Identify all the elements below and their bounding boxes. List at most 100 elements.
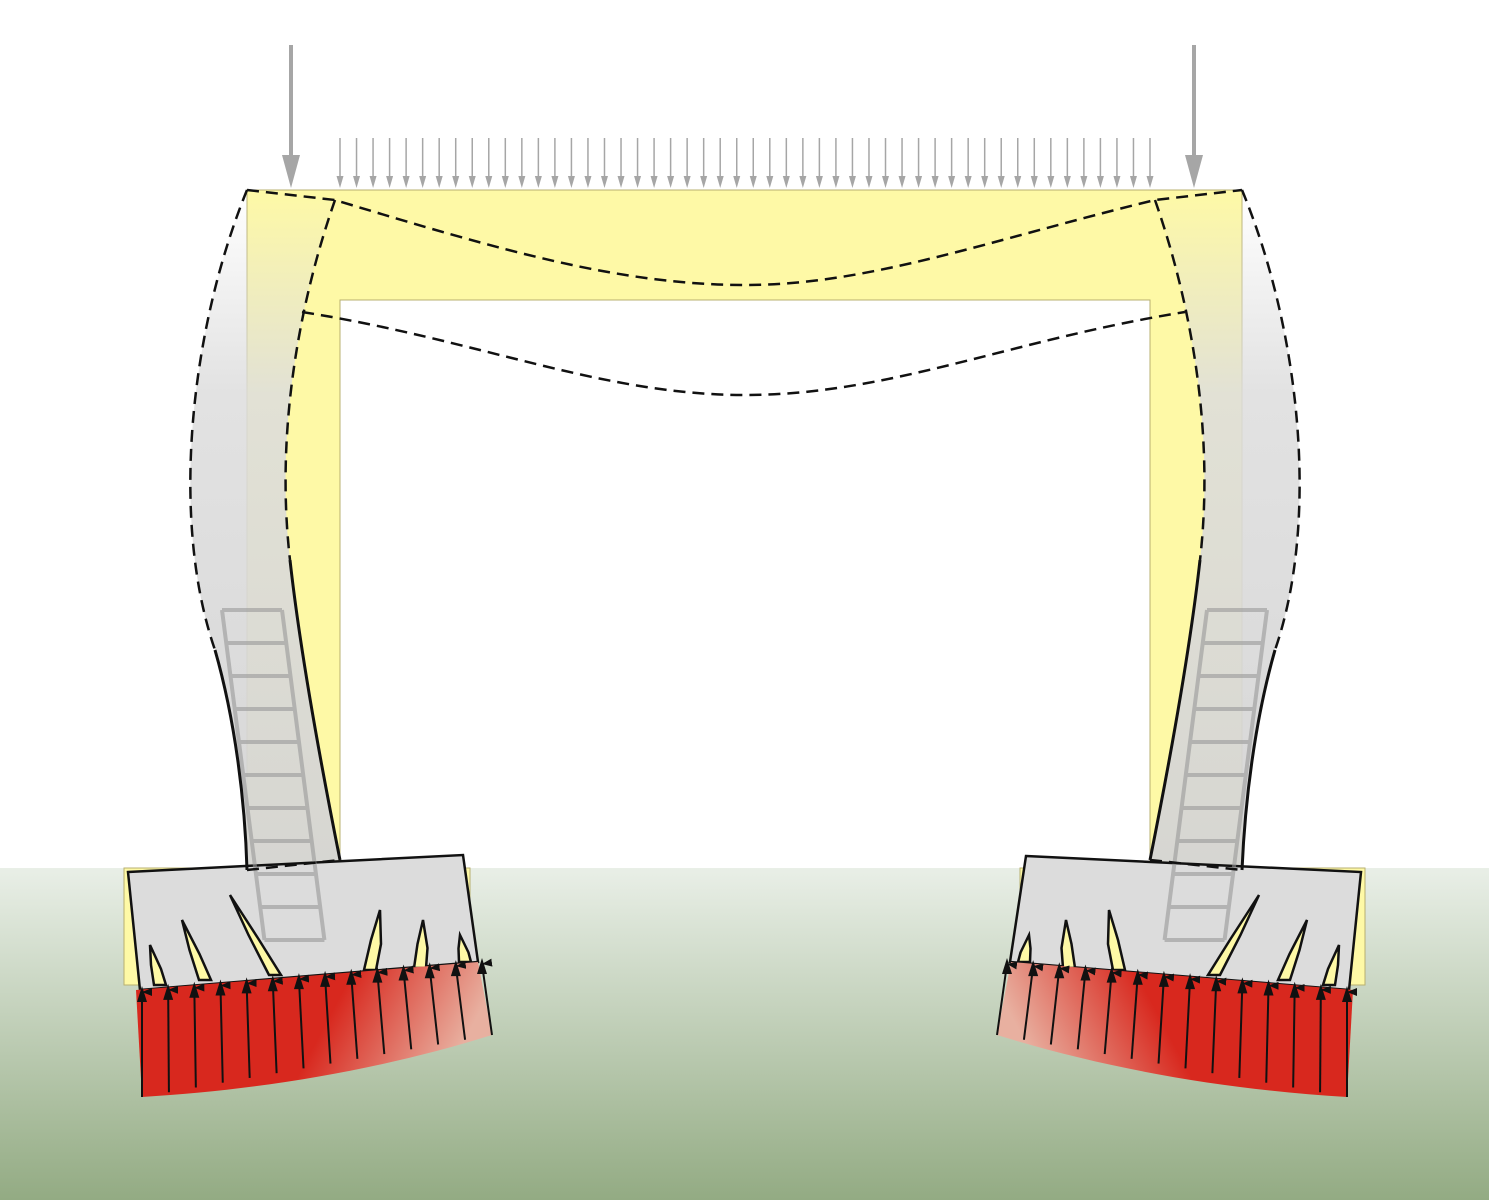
crack xyxy=(362,909,383,972)
left-pressure-arrowhead xyxy=(137,986,147,1002)
distributed-load-arrowhead xyxy=(468,176,476,188)
left-pressure-arrowhead xyxy=(346,968,357,985)
deformed-shape-dashed xyxy=(189,188,1301,872)
left-pressure-arrow xyxy=(324,972,336,1064)
right-pressure-arrow xyxy=(1211,977,1227,1074)
crack xyxy=(1321,944,1341,987)
distributed-load-arrowhead xyxy=(964,176,972,188)
left-pressure-arrowhead xyxy=(398,964,409,981)
right-pressure-arrow xyxy=(996,961,1018,1036)
distributed-load-arrowhead xyxy=(1063,176,1071,188)
left-pressure-arrow xyxy=(376,967,388,1055)
crack xyxy=(1276,919,1309,982)
right-pressure-arrow xyxy=(1076,967,1096,1050)
distributed-load-arrowhead xyxy=(617,176,625,188)
right-pressure-arrowhead xyxy=(1211,975,1222,992)
left-soil-pressure xyxy=(136,962,492,1097)
left-pressure-arrowhead xyxy=(163,983,174,1000)
distributed-load-arrowhead xyxy=(1096,176,1104,188)
left-pressure-arrowhead xyxy=(424,962,435,979)
right-pressure-arrow xyxy=(1022,963,1044,1040)
right-pressure-arrowhead xyxy=(1028,960,1039,977)
left-pressure-arrowhead xyxy=(267,975,278,992)
left-column-reinforcement xyxy=(220,608,327,942)
right-pressure-arrowhead xyxy=(1158,970,1169,987)
left-pressure-arrow xyxy=(402,965,414,1050)
point-load-arrowhead xyxy=(282,155,300,188)
right-soil-pressure xyxy=(997,962,1353,1097)
distributed-load-arrowhead xyxy=(551,176,559,188)
right-pressure-arrowhead xyxy=(1106,966,1117,983)
left-pressure-arrowhead xyxy=(450,960,461,977)
distributed-load-arrowhead xyxy=(567,176,575,188)
crack xyxy=(180,919,213,982)
distributed-load-arrowhead xyxy=(518,176,526,188)
right-column-outer-edge xyxy=(1240,649,1277,871)
distributed-load-arrowhead xyxy=(898,176,906,188)
right-pressure-arrowhead xyxy=(1080,964,1091,981)
right-pressure-arrowhead xyxy=(1263,979,1274,996)
distributed-load-arrowhead xyxy=(386,176,394,188)
distributed-load-arrowhead xyxy=(1047,176,1055,188)
left-pressure-arrow xyxy=(167,985,179,1093)
left-pressure-arrow xyxy=(297,974,310,1069)
distributed-load-arrowhead xyxy=(353,176,361,188)
crack xyxy=(457,930,473,964)
right-pressure-arrowhead xyxy=(1342,986,1352,1002)
point-load-arrowhead xyxy=(1185,155,1203,188)
distributed-load-arrowhead xyxy=(948,176,956,188)
distributed-load-arrowhead xyxy=(634,176,642,188)
distributed-load-arrowhead xyxy=(931,176,939,188)
rebar-bar xyxy=(1162,609,1209,941)
rebar-bar xyxy=(220,609,267,941)
footing-cracks xyxy=(148,894,1341,987)
right-pressure-arrow xyxy=(1238,979,1253,1078)
distributed-load-arrowhead xyxy=(1113,176,1121,188)
soil-pressure-arrows xyxy=(137,958,1357,1097)
left-pressure-arrowhead xyxy=(477,958,487,974)
distributed-load-arrowhead xyxy=(683,176,691,188)
left-pressure-arrowhead xyxy=(241,977,252,994)
distributed-load-arrowhead xyxy=(749,176,757,188)
right-pressure-arrowhead xyxy=(1315,983,1326,1000)
distributed-load-arrowhead xyxy=(485,176,493,188)
right-pressure-arrowhead xyxy=(1002,958,1012,974)
distributed-load-arrowhead xyxy=(766,176,774,188)
left-pressure-arrow xyxy=(193,983,205,1088)
distributed-load-arrowhead xyxy=(501,176,509,188)
distributed-load-arrowhead xyxy=(733,176,741,188)
right-pressure-arrowhead xyxy=(1185,973,1196,990)
crack xyxy=(1016,930,1032,964)
distributed-load-arrowhead xyxy=(848,176,856,188)
right-pressure-arrow xyxy=(1184,975,1201,1069)
crack xyxy=(228,894,284,977)
distributed-load-arrowhead xyxy=(336,176,344,188)
left-pressure-arrow xyxy=(454,960,467,1040)
distributed-load-arrowhead xyxy=(915,176,923,188)
distributed-load-arrowhead xyxy=(865,176,873,188)
rebar-bar xyxy=(1222,609,1269,941)
left-column-outer-edge xyxy=(213,649,249,871)
left-column-inner-edge xyxy=(288,559,342,861)
distributed-load-arrowhead xyxy=(981,176,989,188)
right-pressure-arrow xyxy=(1292,983,1305,1088)
left-pressure-arrow xyxy=(428,963,441,1045)
right-pressure-arrowhead xyxy=(1237,977,1248,994)
right-pressure-arrow xyxy=(1130,971,1149,1059)
right-pressure-arrowhead xyxy=(1054,962,1065,979)
left-pressure-arrowhead xyxy=(215,979,226,996)
right-pressure-arrow xyxy=(1049,965,1070,1045)
distributed-load-arrowhead xyxy=(1014,176,1022,188)
left-pressure-arrow xyxy=(219,981,231,1083)
distributed-load-arrowhead xyxy=(832,176,840,188)
distributed-load-arrowhead xyxy=(1080,176,1088,188)
left-pressure-arrowhead xyxy=(320,970,331,987)
crack xyxy=(1205,894,1261,977)
left-pressure-arrow xyxy=(350,970,362,1059)
distributed-load-arrowhead xyxy=(700,176,708,188)
distributed-load-arrowhead xyxy=(782,176,790,188)
distributed-load-arrowhead xyxy=(419,176,427,188)
distributed-load-arrowhead xyxy=(1129,176,1137,188)
distributed-load-arrowhead xyxy=(799,176,807,188)
